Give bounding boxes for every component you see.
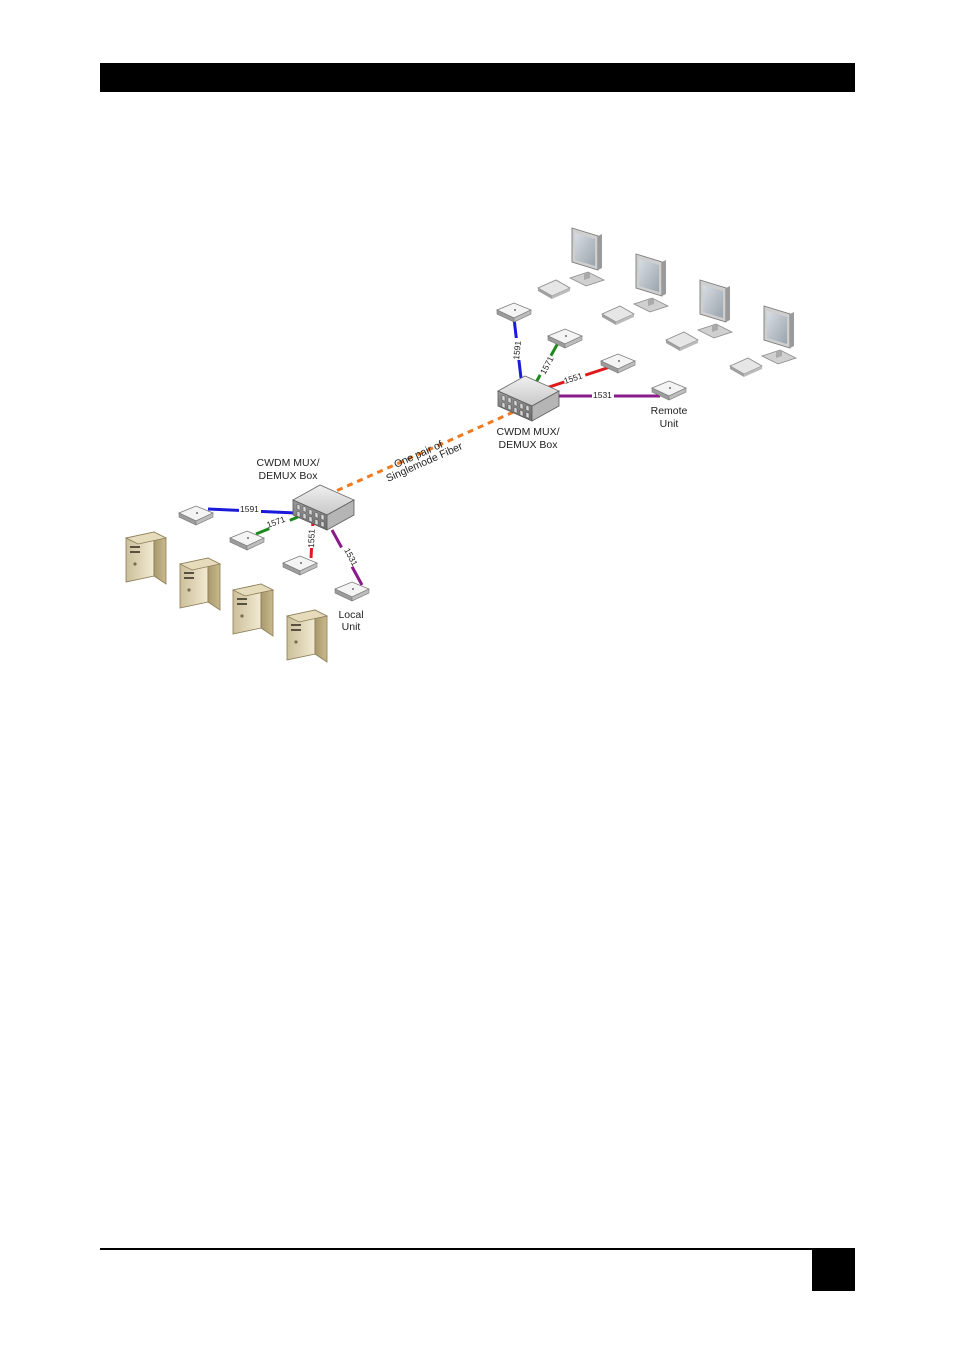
remote-wavelength-1591: 1591 — [511, 340, 523, 360]
local-mux-box — [292, 484, 355, 531]
remote-mux-label-line2: DEMUX Box — [499, 439, 559, 451]
local-mux-label-line1: CWDM MUX/ — [257, 457, 320, 469]
page-number-tab — [812, 1248, 855, 1291]
remote-mux-box — [497, 375, 560, 422]
diagram-canvas: One pair of Singlemode Fiber 1591 1571 1… — [125, 227, 797, 663]
workstation-icon-2 — [601, 253, 669, 326]
remote-unit-1551 — [600, 353, 636, 374]
remote-unit-1571 — [547, 328, 583, 349]
workstation-icon-3 — [665, 279, 733, 352]
remote-unit-label-line1: Remote — [651, 405, 688, 417]
local-wavelength-1591: 1591 — [240, 504, 259, 514]
local-unit-1591 — [178, 505, 214, 526]
workstation-icon-1 — [537, 227, 605, 300]
remote-wavelength-1531: 1531 — [593, 390, 612, 400]
remote-unit-1591 — [496, 302, 532, 323]
remote-unit-label-line2: Unit — [660, 418, 679, 430]
fiber-link — [326, 408, 519, 497]
server-icon-1 — [125, 531, 167, 585]
workstation-icon-4 — [729, 305, 797, 378]
local-unit-label-line1: Local — [338, 609, 363, 621]
header-bar — [100, 63, 855, 92]
server-icon-4 — [286, 609, 328, 663]
remote-mux-label-line1: CWDM MUX/ — [497, 426, 560, 438]
local-unit-label-line2: Unit — [342, 621, 361, 633]
server-icon-2 — [179, 557, 221, 611]
footer-rule — [100, 1248, 812, 1250]
local-wavelength-1551: 1551 — [306, 529, 317, 549]
cwdm-network-diagram: One pair of Singlemode Fiber 1591 1571 1… — [108, 200, 820, 700]
local-unit-1531 — [334, 581, 370, 602]
local-unit-1551 — [282, 555, 318, 576]
local-mux-label-line2: DEMUX Box — [259, 470, 319, 482]
server-icon-3 — [232, 583, 274, 637]
